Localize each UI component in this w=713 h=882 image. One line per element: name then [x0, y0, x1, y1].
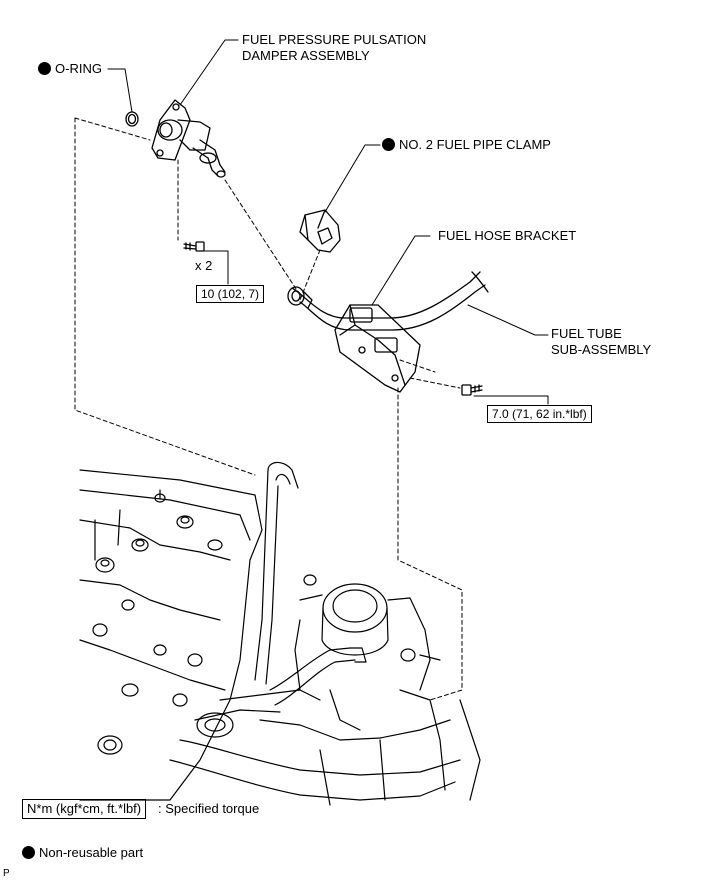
- damper-bolt-part: [183, 241, 205, 252]
- bracket-bolt-part: [461, 384, 483, 396]
- damper-label: FUEL PRESSURE PULSATION DAMPER ASSEMBLY: [242, 32, 427, 63]
- fuel-hose-bracket-part: [334, 304, 421, 393]
- bracket-bolt-torque: 7.0 (71, 62 in.*lbf): [487, 405, 592, 423]
- leader-lines: [107, 39, 549, 405]
- engine-assembly-part: [79, 461, 481, 806]
- fuel-tube-label: FUEL TUBE SUB-ASSEMBLY: [551, 326, 652, 357]
- non-reusable-dot-icon: [382, 138, 395, 151]
- clamp-label: NO. 2 FUEL PIPE CLAMP: [382, 137, 551, 153]
- corner-mark: P: [3, 868, 10, 879]
- pulsation-damper-part: [151, 99, 226, 178]
- fuel-pipe-clamp-part: [299, 209, 341, 253]
- torque-unit-legend-box: N*m (kgf*cm, ft.*lbf): [22, 799, 147, 819]
- torque-unit-legend-text: : Specified torque: [158, 801, 260, 816]
- non-reusable-legend: Non-reusable part: [22, 845, 143, 861]
- non-reusable-dot-icon: [22, 846, 35, 859]
- fuel-tube-part: [287, 271, 489, 331]
- non-reusable-dot-icon: [38, 62, 51, 75]
- damper-bolt-torque: 10 (102, 7): [196, 285, 265, 303]
- quantity-label: x 2: [195, 258, 213, 273]
- o-ring-label: O-RING: [38, 61, 102, 77]
- alignment-lines: [74, 117, 463, 701]
- bracket-label: FUEL HOSE BRACKET: [438, 228, 577, 243]
